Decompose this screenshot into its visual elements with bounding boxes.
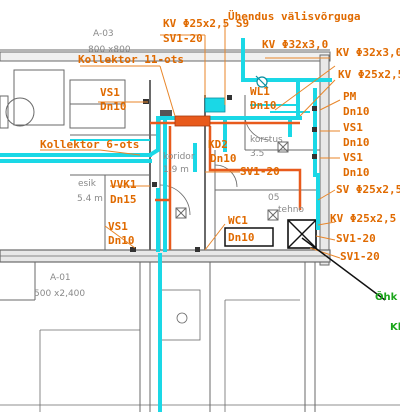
room-a01-size: 500 x2,400 <box>34 289 85 299</box>
wc-cistern <box>224 227 274 247</box>
leader-lines <box>40 22 341 259</box>
label-kv25-s9: KV Φ25x2,5 S9 <box>163 17 249 30</box>
label-vvk1: VVK1 <box>110 178 137 191</box>
window-block <box>13 69 65 126</box>
label-yhendus: Ühendus välisvõrguga <box>228 9 360 23</box>
tehno-leader <box>301 237 386 301</box>
main-valve <box>255 75 269 89</box>
label-dn10-wc1: Dn10 <box>228 231 255 244</box>
label-dn10-kd2: Dn10 <box>210 152 237 165</box>
label-dn15: Dn15 <box>110 193 137 206</box>
label-dn10-r2: Dn10 <box>343 166 370 179</box>
tehno-unit <box>287 219 317 249</box>
label-kv32-a: KV Φ32x3,0 <box>262 38 328 51</box>
annotation-oh: Õhk <box>375 290 398 303</box>
label-sv25: SV Φ25x2,5 <box>336 183 400 196</box>
label-dn10-bottom: Dn10 <box>108 234 135 247</box>
upper-wall <box>0 51 331 62</box>
room-esik: esik <box>78 179 97 189</box>
floor-drain-1 <box>175 207 187 219</box>
room-a03-size: 800 x800 <box>88 45 131 55</box>
label-dn10-left: Dn10 <box>100 100 127 113</box>
room-korstus: korstus <box>250 135 283 145</box>
label-dn10-r1: Dn10 <box>343 136 370 149</box>
label-sv1-20-top: SV1-20 <box>163 32 203 45</box>
architecture <box>0 49 400 412</box>
label-vs1-left: VS1 <box>100 86 120 99</box>
room-koridor: koridor <box>163 152 195 162</box>
room-koridor-area: 1.9 m <box>163 165 189 175</box>
pipe-labels: KV Φ25x2,5 S9 SV1-20 Ühendus välisvõrgug… <box>40 9 400 263</box>
room-labels: A-03 800 x800 esik 5.4 m koridor 1.9 m k… <box>34 29 304 299</box>
cold-inlet <box>241 38 332 82</box>
label-sv1-20-mid: SV1-20 <box>240 165 280 178</box>
right-wall <box>319 54 330 266</box>
label-dn10-wl1: Dn10 <box>250 99 277 112</box>
table <box>5 97 35 127</box>
label-pm: PM <box>343 90 357 103</box>
label-vs1-bottom: VS1 <box>108 220 128 233</box>
label-wc1: WC1 <box>228 214 248 227</box>
room-tehno: tehno <box>278 205 304 215</box>
label-kollektor11: Kollektor 11-ots <box>78 53 184 66</box>
room-a03: A-03 <box>93 29 114 39</box>
label-sv1-20-b2: SV1-20 <box>340 250 380 263</box>
label-vs1-r2: VS1 <box>343 151 363 164</box>
room-05: 05 <box>268 193 279 203</box>
stair-block <box>159 289 201 341</box>
floor-drain-2 <box>267 209 279 221</box>
floor-drain-3 <box>277 141 289 153</box>
room-korstus-area: 3.5 <box>250 149 264 159</box>
label-vs1-r1: VS1 <box>343 121 363 134</box>
room-a01: A-01 <box>50 273 71 283</box>
label-kd2: KD2 <box>208 138 228 151</box>
label-wl1: WL1 <box>250 85 270 98</box>
label-dn10-pm: Dn10 <box>343 105 370 118</box>
room-esik-area: 5.4 m <box>77 194 103 204</box>
label-kv25-right: KV Φ25x2,5 <box>338 68 400 81</box>
label-kv32-b: KV Φ32x3,0 <box>336 46 400 59</box>
label-kv25-lower: KV Φ25x2,5 S <box>330 212 400 225</box>
cold-water-pipes <box>0 38 332 412</box>
label-sv1-20-b1: SV1-20 <box>336 232 376 245</box>
label-kollektor6: Kollektor 6-ots <box>40 138 139 151</box>
annotation-kl: Kl <box>390 322 400 333</box>
